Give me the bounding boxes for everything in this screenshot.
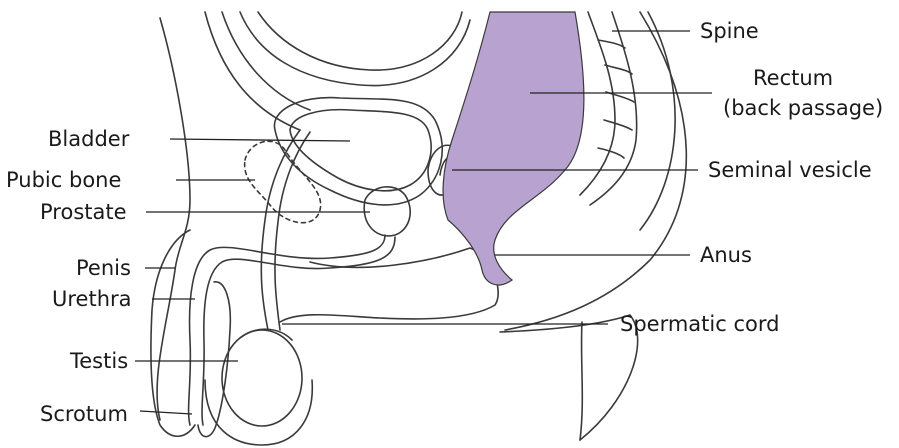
label-pubic-bone: Pubic bone [6,168,121,192]
label-urethra: Urethra [52,287,132,311]
label-rectum-subtitle: (back passage) [723,96,883,120]
leader-scrotum [140,411,192,414]
rectum-shape [443,12,584,285]
peritoneum-outline-3 [240,12,470,86]
label-spermatic-cord: Spermatic cord [620,312,779,336]
peritoneum-outline [205,12,300,130]
label-testis: Testis [70,349,128,373]
urethra-tube [189,235,385,425]
pubic-bone-shape [245,141,321,222]
label-penis: Penis [76,256,131,280]
leader-bladder [170,139,350,141]
testis-shape [222,330,302,426]
label-seminal-vesicle: Seminal vesicle [708,158,872,182]
label-bladder: Bladder [48,127,129,151]
label-rectum: Rectum [753,66,833,90]
scrotum-shape [205,380,312,445]
abdomen-outline [157,18,190,420]
label-anus: Anus [700,243,752,267]
peritoneum-outline-4 [258,12,462,70]
label-prostate: Prostate [40,200,127,224]
bladder-shape [274,98,442,205]
label-spine: Spine [700,19,759,43]
prostate-shape [364,187,410,236]
thigh-line [500,315,638,440]
peritoneum-outline-2 [222,12,310,110]
label-scrotum: Scrotum [40,402,128,426]
